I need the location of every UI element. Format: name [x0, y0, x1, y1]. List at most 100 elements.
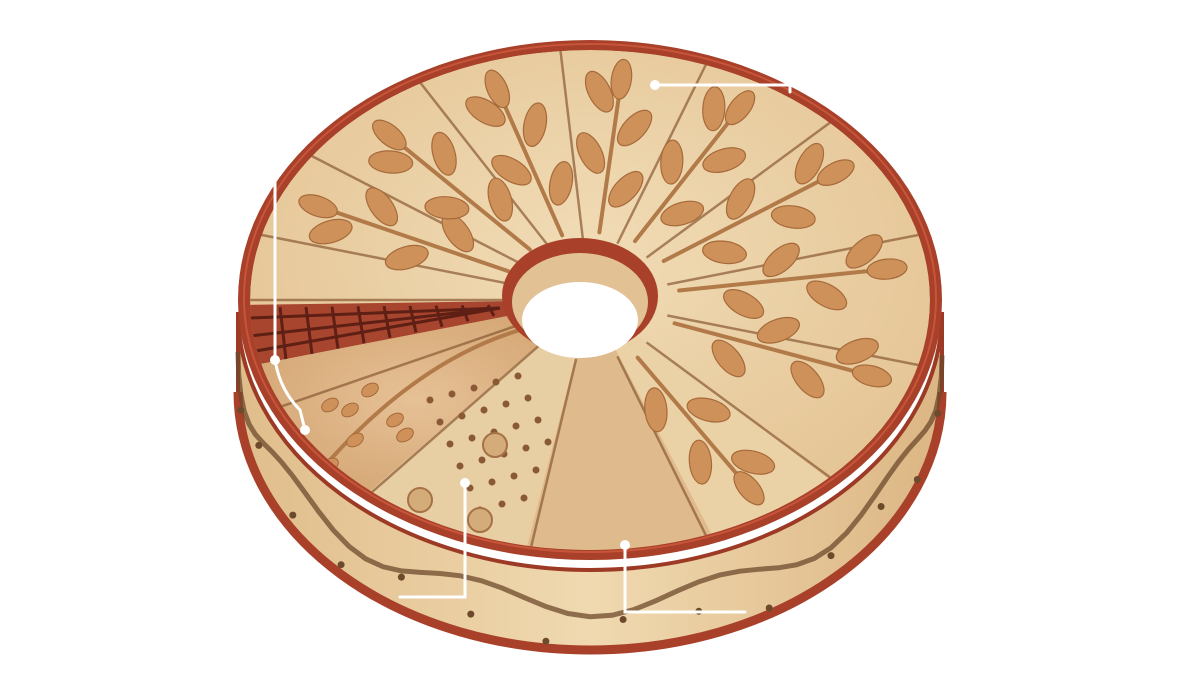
leaf [616, 109, 653, 147]
tile-line [250, 306, 501, 354]
board-button [407, 487, 433, 513]
leaf-tip [372, 119, 407, 151]
leaf [660, 139, 684, 185]
branch-stem [661, 170, 838, 263]
divider-line [306, 152, 526, 267]
board-dot [480, 406, 488, 414]
leaf [487, 177, 514, 222]
board-dot [426, 396, 434, 404]
divider-line [276, 324, 518, 409]
tile-line [434, 305, 444, 328]
board-dot [468, 434, 476, 442]
board-dot [544, 438, 552, 446]
side-dot [877, 503, 885, 510]
side-dot [255, 441, 263, 449]
leaf [584, 70, 614, 113]
seed [341, 402, 359, 418]
branch-stem [495, 86, 565, 238]
leaf [723, 289, 765, 319]
side-dot [289, 511, 297, 519]
branch-stem [635, 355, 751, 491]
leaf [424, 196, 470, 220]
seed [396, 427, 414, 443]
leaf [711, 339, 746, 378]
board-dot [502, 400, 510, 408]
branch-stem [633, 105, 742, 244]
side-dot [237, 406, 245, 414]
leaf [756, 316, 801, 344]
board-dot [514, 372, 522, 380]
side-dot [827, 552, 835, 560]
leaf [431, 131, 457, 176]
board-dot [510, 472, 518, 480]
board-dot [522, 444, 530, 452]
leaf [731, 449, 776, 475]
callout-lines [270, 80, 792, 614]
segment-seed-sand [250, 300, 590, 500]
leaf-tip [724, 90, 756, 126]
tile-line [250, 306, 501, 320]
segment-plain-wood [590, 300, 830, 550]
board-button [467, 507, 493, 533]
branch-stem [316, 204, 511, 274]
callout-bottom-right [620, 540, 747, 614]
board-dot [470, 384, 478, 392]
board-dot [448, 390, 456, 398]
leaf-branches [298, 58, 908, 506]
board-dot [532, 466, 540, 474]
side-dot [765, 604, 773, 612]
leaf [686, 397, 731, 423]
tile-line [356, 306, 366, 344]
seed [386, 412, 404, 428]
divider-line [616, 355, 710, 541]
board-dot [524, 394, 532, 402]
leaf [548, 161, 574, 206]
callout-bottom-left [398, 478, 470, 599]
leaf [308, 218, 353, 245]
branch-stem [387, 133, 532, 252]
tile-line [486, 304, 496, 317]
leaf-tip [866, 258, 908, 280]
board-dot [488, 478, 496, 486]
side-dot [467, 610, 475, 618]
divider-line [667, 314, 924, 368]
branch-stem [672, 321, 874, 378]
callout-top [650, 80, 792, 94]
divider-line [528, 358, 578, 550]
side-dot [913, 476, 921, 483]
leaf [522, 102, 548, 147]
side-dot [337, 561, 345, 569]
side-dot [934, 409, 942, 417]
leaf [688, 439, 713, 485]
leaf [368, 150, 414, 174]
side-dot [397, 573, 405, 581]
leaf [762, 242, 800, 278]
board-button [482, 432, 508, 458]
board-dot [498, 500, 506, 508]
leaf [790, 360, 825, 399]
board-dot [456, 462, 464, 470]
tile-line [330, 306, 340, 349]
tile-grid [250, 304, 501, 360]
divider-line [416, 78, 551, 249]
leaf [384, 244, 429, 271]
branch-stem [597, 77, 624, 235]
seed [361, 382, 379, 398]
leaf-tip [733, 471, 765, 506]
side-dot [619, 616, 627, 623]
tile-line [382, 305, 392, 339]
leaf-tip [610, 58, 633, 100]
leaf [794, 142, 825, 185]
leaf [702, 86, 726, 132]
leaf-tip [484, 69, 511, 109]
seed [346, 432, 364, 448]
seed [321, 397, 339, 413]
leaf [770, 205, 816, 229]
center-hole [522, 282, 638, 358]
board-dot [436, 418, 444, 426]
tile-line [250, 306, 501, 338]
leaf-tip [851, 364, 892, 388]
leaf [491, 154, 532, 186]
leaf [465, 96, 506, 127]
leaf [608, 170, 644, 208]
